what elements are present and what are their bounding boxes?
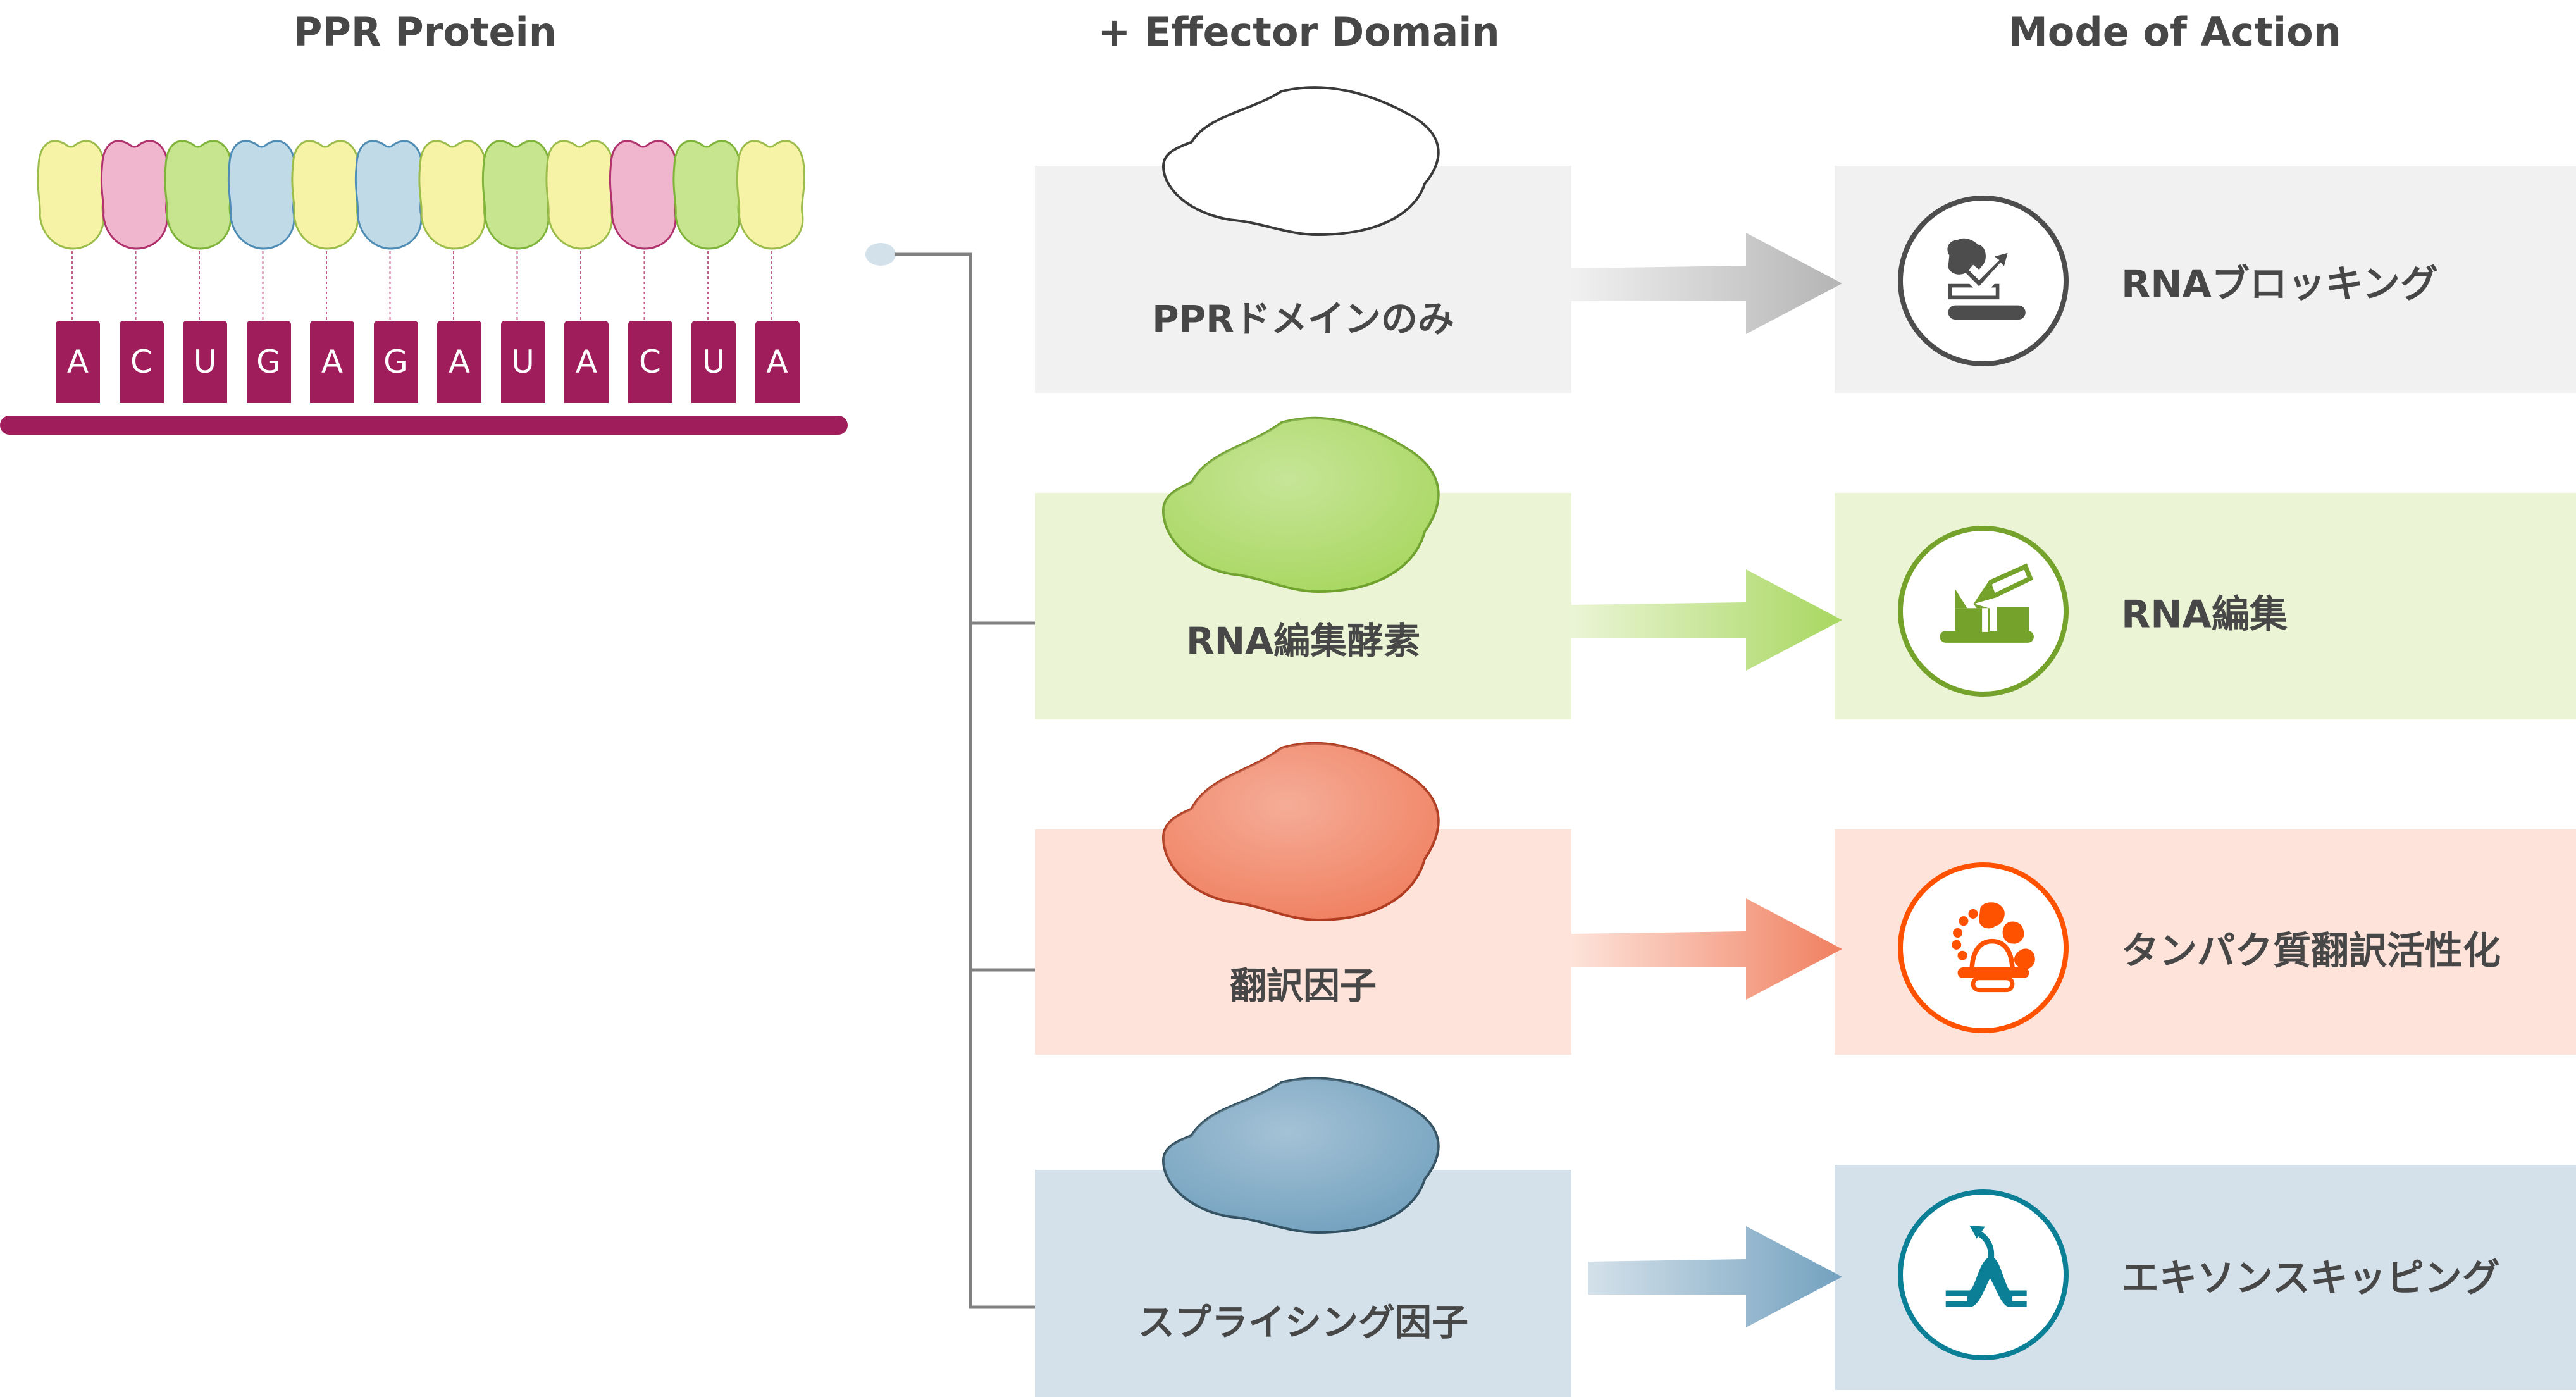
nucleotide: U (183, 321, 227, 403)
ppr-repeat-green (481, 140, 551, 320)
rna-editing-icon (1898, 526, 2069, 697)
effector-label: PPRドメインのみ (1152, 297, 1454, 340)
ppr-repeat-green (672, 140, 742, 320)
nucleotide: A (310, 321, 354, 403)
effector-box (1035, 829, 1571, 1055)
effector-box (1035, 166, 1571, 393)
nucleotide: G (246, 321, 291, 403)
ppr-repeat-pink (100, 140, 170, 320)
mode-of-action-label: RNA編集 (2121, 592, 2288, 637)
nucleotide: U (500, 321, 545, 403)
ppr-repeats-layer (37, 140, 805, 320)
nucleotide: U (691, 321, 736, 403)
nucleotide: A (755, 321, 800, 403)
ppr-repeat-shape (164, 140, 233, 250)
ppr-repeat-blue (354, 140, 424, 320)
nucleotide: C (119, 321, 164, 403)
nucleotide: A (56, 321, 100, 403)
flow-arrow (1571, 233, 1842, 334)
ppr-repeat-shape (672, 140, 742, 250)
translation-activation-icon-glyph (1952, 902, 2035, 993)
mode-of-action-label: タンパク質翻訳活性化 (2121, 929, 2501, 974)
rna-backbone (0, 416, 848, 435)
ppr-repeat-shape (736, 140, 805, 250)
ppr-repeat-shape (609, 140, 678, 250)
effector-label: RNA編集酵素 (1186, 619, 1421, 662)
exon-skipping-icon-glyph (1945, 1225, 2027, 1307)
flow-arrow (1571, 569, 1842, 671)
ppr-repeat-yellow (37, 140, 106, 320)
rna-editing-icon-glyph (1940, 563, 2034, 643)
connector-origin-dot (865, 243, 896, 266)
header-mode-of-action: Mode of Action (2009, 9, 2341, 55)
nucleotide: G (373, 321, 418, 403)
nucleotide: A (437, 321, 481, 403)
ppr-repeat-shape (100, 140, 170, 250)
ppr-repeat-shape (37, 140, 106, 250)
ppr-repeat-yellow (736, 140, 805, 320)
mode-of-action-label: エキソンスキッピング (2121, 1256, 2500, 1301)
effector-box (1035, 493, 1571, 719)
ppr-repeat-pink (609, 140, 678, 320)
ppr-repeat-yellow (545, 140, 615, 320)
header-ppr-protein: PPR Protein (294, 9, 557, 55)
ppr-repeat-shape (545, 140, 615, 250)
exon-skipping-icon (1898, 1189, 2069, 1360)
nucleotide: C (628, 321, 672, 403)
connector-trunk (895, 252, 1035, 1309)
nucleotide: A (564, 321, 609, 403)
ppr-repeat-green (164, 140, 233, 320)
header-effector-domain: + Effector Domain (1098, 9, 1500, 55)
ppr-repeat-shape (481, 140, 551, 250)
ppr-repeat-blue (227, 140, 297, 320)
rna-blocking-icon-glyph (1947, 238, 2026, 320)
ppr-repeat-shape (227, 140, 297, 250)
ppr-repeat-shape (418, 140, 488, 250)
mode-of-action-label: RNAブロッキング (2121, 262, 2439, 307)
ppr-repeat-yellow (291, 140, 361, 320)
effector-box (1035, 1170, 1571, 1397)
flow-arrow (1571, 898, 1842, 1000)
ppr-repeat-yellow (418, 140, 488, 320)
effector-label: スプライシング因子 (1137, 1301, 1469, 1344)
rna-blocking-icon (1898, 196, 2069, 366)
ppr-repeat-shape (354, 140, 424, 250)
translation-activation-icon (1898, 862, 2069, 1033)
ppr-repeat-shape (291, 140, 361, 250)
effector-label: 翻訳因子 (1229, 964, 1377, 1007)
flow-arrow (1588, 1226, 1842, 1327)
